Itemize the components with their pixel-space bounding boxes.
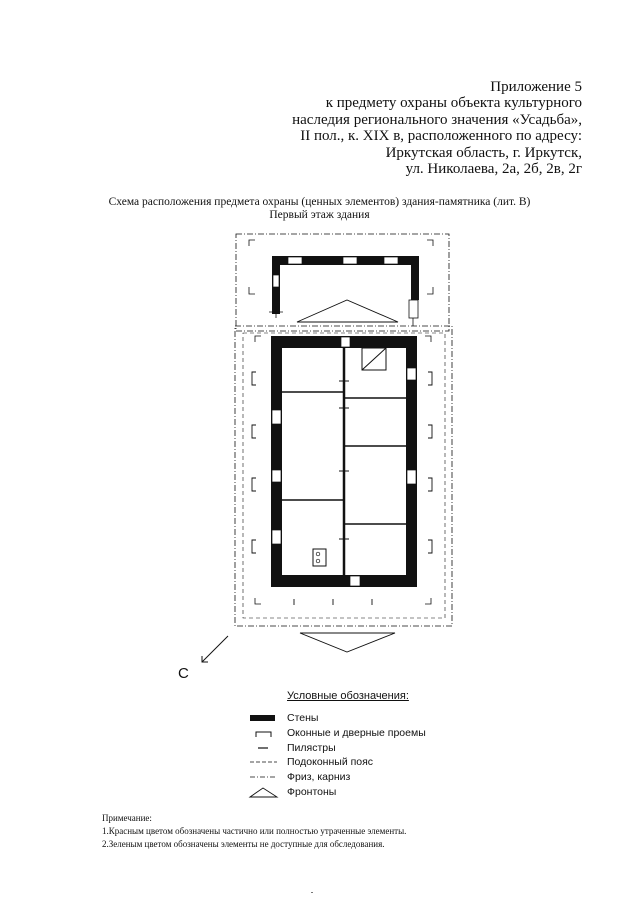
legend-item-pediments: Фронтоны [287, 786, 337, 798]
legend-wall-symbol [250, 715, 275, 721]
legend-item-walls: Стены [287, 712, 319, 724]
door-opening [340, 336, 351, 348]
frieze-outline-annex [235, 233, 450, 332]
wall-left [271, 336, 282, 587]
door-opening [408, 299, 419, 319]
window-opening [272, 274, 280, 288]
note-line: 2.Зеленым цветом обозначены элементы не … [102, 839, 385, 849]
door-mark [269, 306, 283, 318]
appendix-line: Иркутская область, г. Иркутск, [385, 144, 582, 161]
window-opening [342, 256, 358, 265]
legend-opening-symbol [255, 731, 272, 737]
wall-bottom [271, 575, 417, 587]
sill-belt [242, 332, 446, 619]
upper-annex [235, 233, 450, 332]
corner-marks-annex [248, 239, 434, 295]
scheme-title: Схема расположения предмета охраны (ценн… [108, 196, 531, 208]
stove [315, 558, 321, 564]
stair [361, 347, 387, 371]
legend-item-pilasters: Пилястры [287, 742, 336, 754]
window-opening [271, 529, 282, 545]
stair [361, 347, 387, 371]
pediment-annex [296, 299, 399, 323]
notes: Примечание: 1.Красным цветом обозначены … [102, 812, 406, 851]
scheme-subtitle: Первый этаж здания [269, 209, 370, 221]
appendix-line: Приложение 5 [490, 79, 582, 95]
window-opening [271, 469, 282, 483]
appendix-line: ул. Николаева, 2а, 2б, 2в, 2г [405, 161, 582, 178]
corner-marks [254, 335, 432, 605]
legend-item-sill-belt: Подоконный пояс [287, 756, 374, 768]
appendix-header: Приложение 5 к предмету охраны объекта к… [292, 79, 582, 177]
appendix-line: наследия регионального значения «Усадьба… [292, 111, 582, 128]
window-opening [406, 367, 417, 381]
window-opening [383, 256, 399, 265]
frieze-outline [234, 325, 453, 627]
main-building [234, 325, 453, 653]
pediment-main [299, 632, 396, 653]
north-arrow-icon [201, 635, 229, 663]
wall-annex-right [411, 256, 419, 300]
wall-right [406, 336, 417, 587]
legend-pediment-symbol [248, 787, 279, 798]
legend-item-frieze: Фриз, карниз [287, 771, 351, 783]
note-line: 1.Красным цветом обозначены частично или… [102, 826, 407, 836]
pilasters-left [251, 371, 256, 554]
appendix-line: к предмету охраны объекта культурного [325, 95, 582, 112]
appendix-line: II пол., к. XIX в, расположенного по адр… [300, 128, 582, 145]
door-opening [349, 575, 361, 587]
door-marks [339, 380, 349, 540]
page-mark [311, 892, 313, 893]
legend-title: Условные обозначения: [287, 690, 409, 702]
north-arrow-icon [201, 656, 208, 663]
stove [315, 551, 321, 557]
pilasters-bottom [293, 599, 373, 605]
notes-title: Примечание: [102, 813, 152, 823]
window-opening [287, 256, 303, 265]
window-opening [271, 409, 282, 425]
legend-item-openings: Оконные и дверные проемы [287, 727, 426, 739]
stove [312, 548, 327, 567]
north-label: С [178, 665, 189, 682]
pilasters-right [428, 371, 433, 554]
window-opening [406, 469, 417, 485]
